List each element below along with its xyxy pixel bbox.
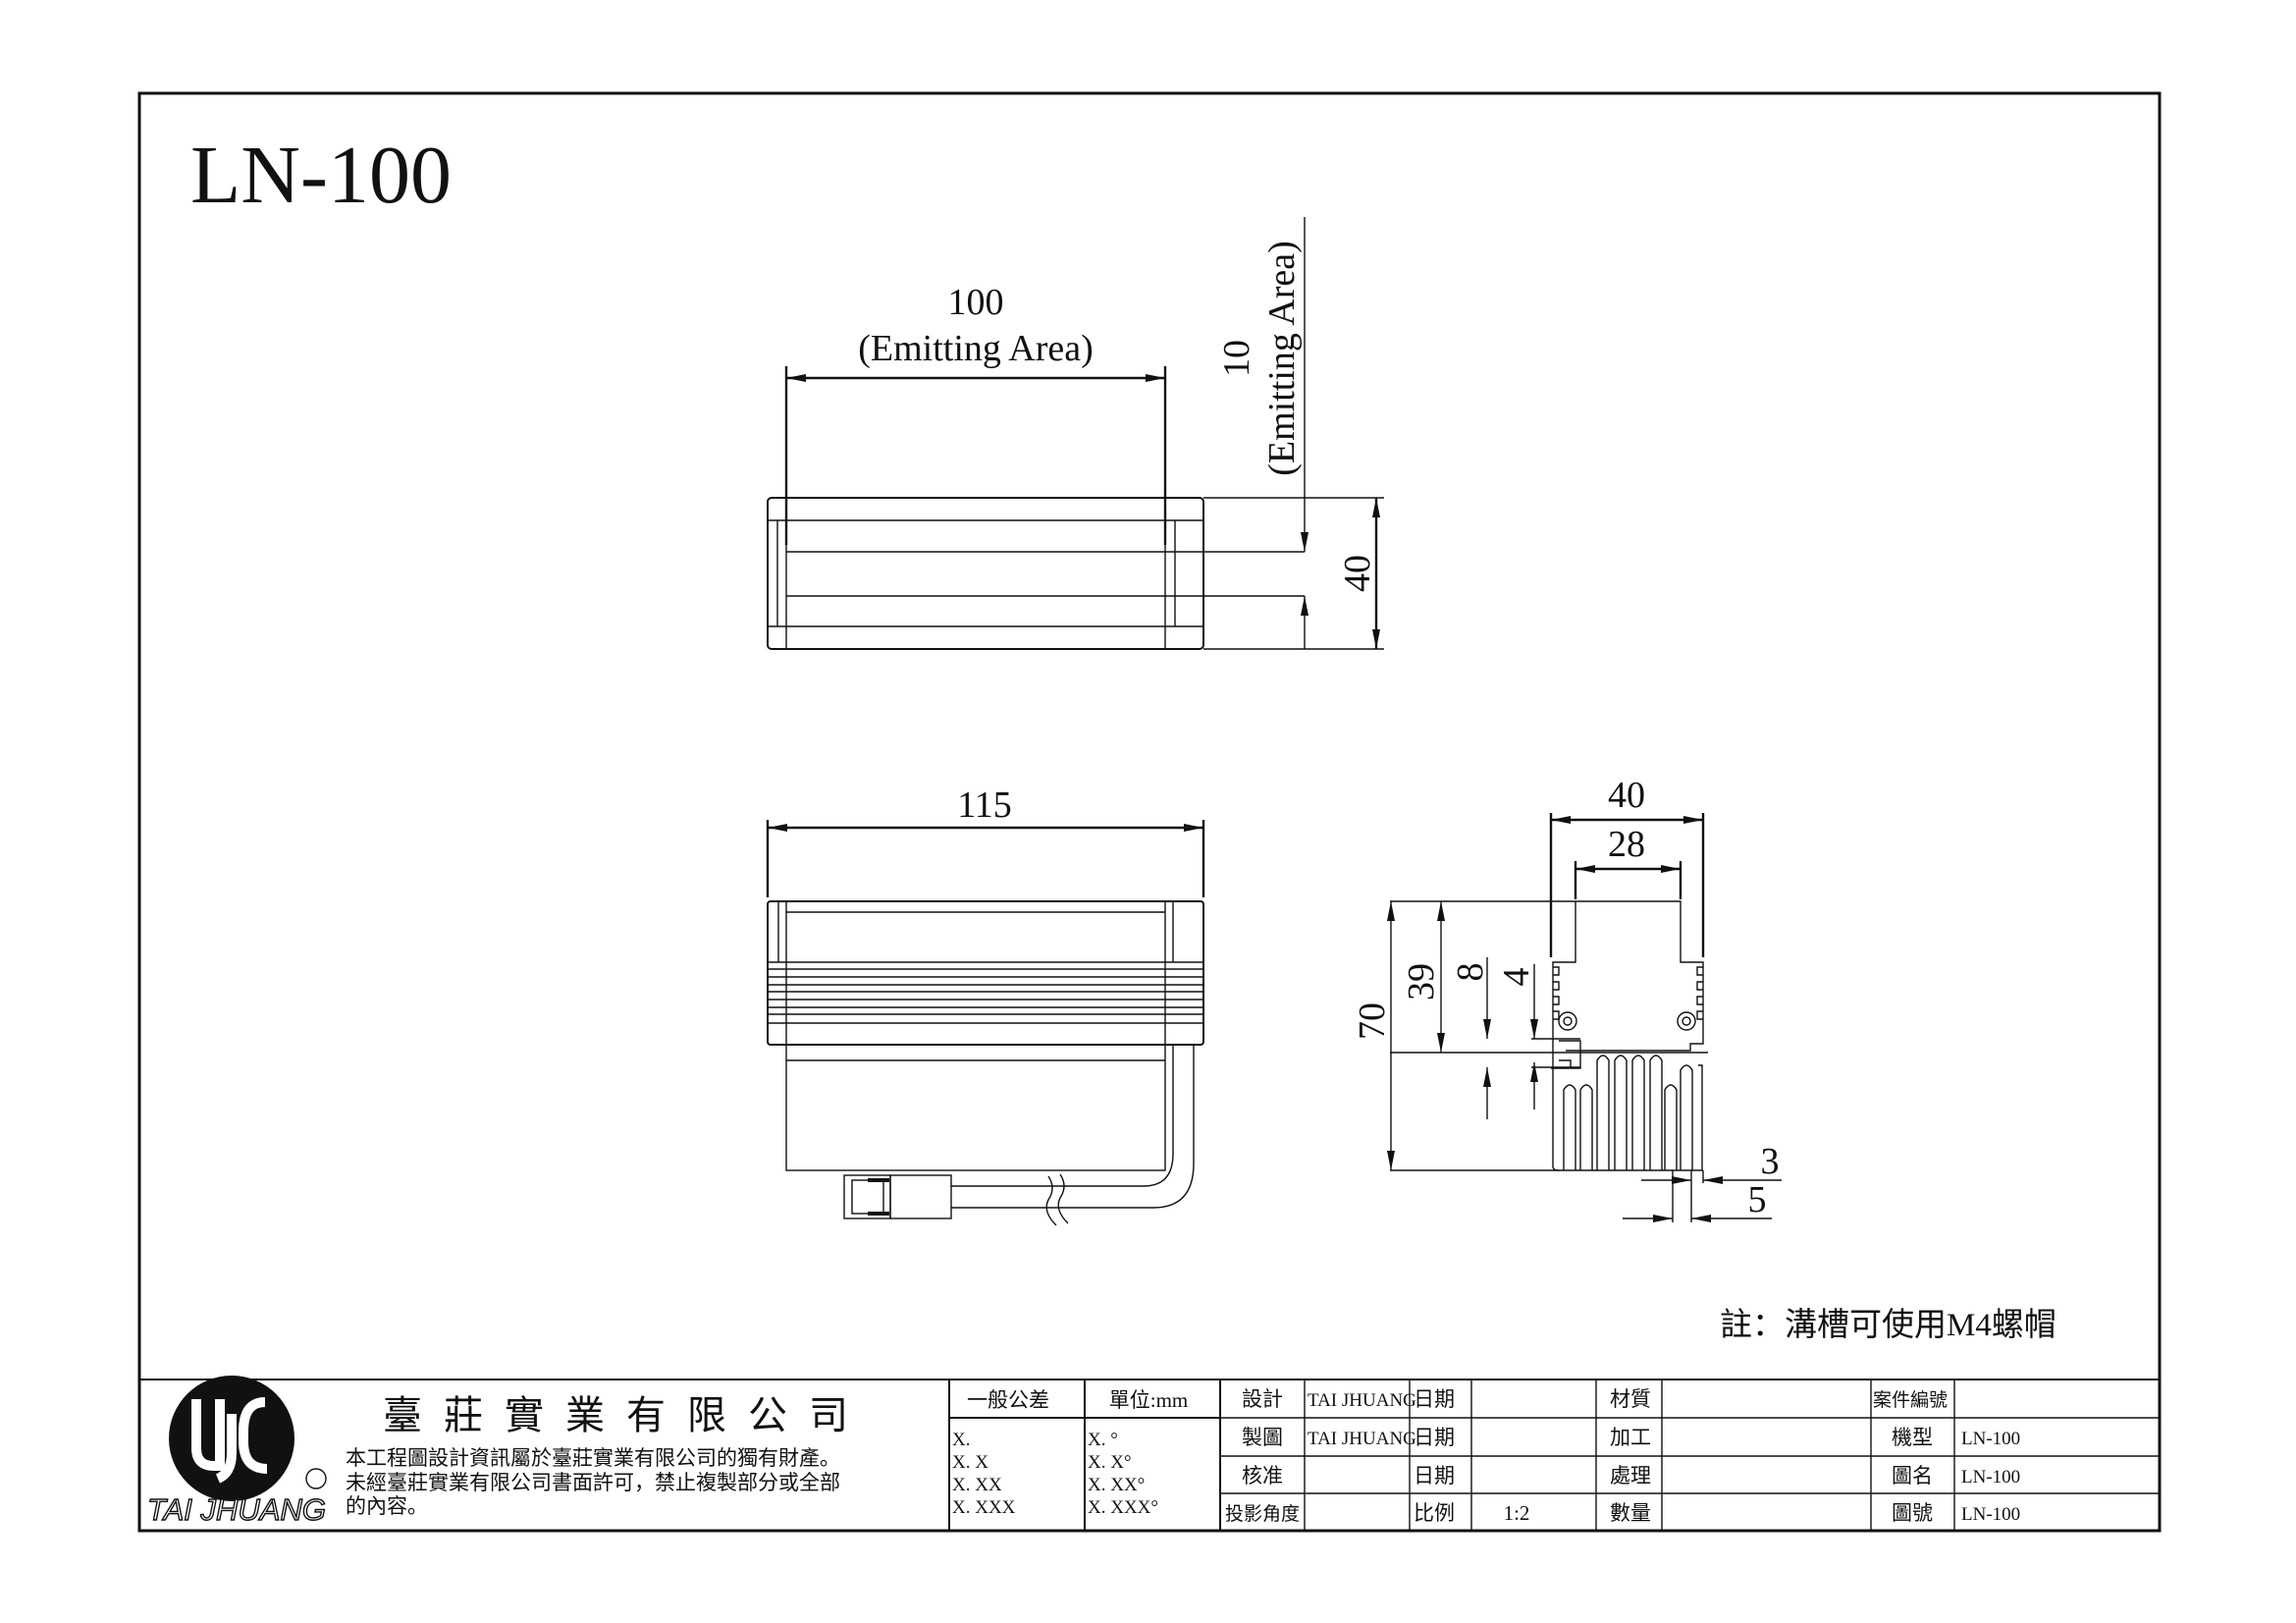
row-value2: LN-100: [1961, 1429, 2020, 1449]
tolerance-row: X. X: [952, 1452, 988, 1473]
dim-fin-5: 5: [1748, 1179, 1767, 1220]
dim-slot-28: 28: [1608, 824, 1645, 865]
row-key: 數量: [1610, 1501, 1651, 1525]
row-value: TAI JHUANG: [1308, 1390, 1416, 1411]
unit-header: 單位:mm: [1109, 1388, 1189, 1412]
dim-height-40: 40: [1337, 555, 1378, 592]
title-block-row: 設計 TAI JHUANG 日期 材質 案件編號: [1242, 1387, 1948, 1411]
disclaimer-line-1: 本工程圖設計資訊屬於臺莊實業有限公司的獨有財產。: [346, 1446, 840, 1470]
title-block-row: 核准 日期 處理 圖名 LN-100: [1242, 1464, 2020, 1488]
tolerance-row: X.: [952, 1430, 970, 1450]
row-label: 核准: [1242, 1464, 1283, 1488]
dim-emitting-width-caption: (Emitting Area): [858, 328, 1094, 369]
row-label: 製圖: [1242, 1426, 1283, 1449]
row-key2: 圖名: [1892, 1464, 1933, 1488]
company-name: 臺莊實業有限公司: [383, 1393, 870, 1437]
dim-fin-3: 3: [1761, 1141, 1780, 1182]
row-value: TAI JHUANG: [1308, 1429, 1416, 1449]
dim-height-70: 70: [1352, 1002, 1393, 1040]
drawing-title: LN-100: [190, 130, 452, 221]
dim-width-40: 40: [1608, 775, 1645, 816]
top-view: 100 (Emitting Area) 10 (Emitting Area) 4…: [767, 217, 1384, 650]
angle-row: X. X°: [1088, 1452, 1132, 1473]
title-block: TAI JHUANG 臺莊實業有限公司 本工程圖設計資訊屬於臺莊實業有限公司的獨…: [139, 1376, 2160, 1531]
row-value2: LN-100: [1961, 1467, 2020, 1488]
row-value2: LN-100: [1961, 1504, 2020, 1525]
dim-emitting-height-caption: (Emitting Area): [1261, 241, 1303, 476]
side-view: 40 28 70 39 8 4 3: [1352, 775, 1782, 1222]
angle-row: X. °: [1088, 1430, 1118, 1450]
dim-slot-8: 8: [1450, 963, 1491, 982]
front-view: 115: [766, 784, 1205, 1226]
dim-emitting-width: 100: [948, 282, 1004, 323]
dim-groove-4: 4: [1496, 968, 1537, 987]
row-date-label: 日期: [1414, 1387, 1455, 1411]
angle-row: X. XX°: [1088, 1475, 1145, 1495]
row-key: 處理: [1610, 1464, 1651, 1488]
drawing-note: 註：溝槽可使用M4螺帽: [1720, 1307, 2056, 1343]
row-date-label: 比例: [1414, 1501, 1455, 1525]
tolerance-header: 一般公差: [967, 1388, 1049, 1412]
row-date-label: 日期: [1414, 1464, 1455, 1488]
logo-text: TAI JHUANG: [147, 1492, 326, 1527]
disclaimer-line-2: 未經臺莊實業有限公司書面許可，禁止複製部分或全部: [346, 1471, 840, 1494]
tolerance-row: X. XX: [952, 1475, 1002, 1495]
angle-row: X. XXX°: [1088, 1497, 1158, 1518]
tolerance-row: X. XXX: [952, 1497, 1016, 1518]
row-key: 材質: [1610, 1387, 1651, 1411]
scale-value: 1:2: [1504, 1501, 1530, 1525]
row-key: 加工: [1610, 1426, 1651, 1449]
row-label: 投影角度: [1225, 1503, 1300, 1525]
disclaimer-line-3: 的內容。: [346, 1494, 428, 1518]
dim-height-39: 39: [1401, 963, 1442, 1001]
title-block-row: 投影角度 比例 1:2 數量 圖號 LN-100: [1225, 1501, 2020, 1525]
dim-length-115: 115: [957, 784, 1012, 826]
sheet-border: [137, 91, 2162, 1533]
row-key2: 圖號: [1892, 1501, 1933, 1525]
dim-emitting-height: 10: [1216, 340, 1257, 377]
row-key2: 案件編號: [1873, 1389, 1948, 1411]
row-key2: 機型: [1892, 1426, 1933, 1449]
company-logo: TAI JHUANG: [146, 1376, 327, 1528]
title-block-row: 製圖 TAI JHUANG 日期 加工 機型 LN-100: [1242, 1426, 2020, 1449]
row-label: 設計: [1242, 1387, 1283, 1411]
row-date-label: 日期: [1414, 1426, 1455, 1449]
